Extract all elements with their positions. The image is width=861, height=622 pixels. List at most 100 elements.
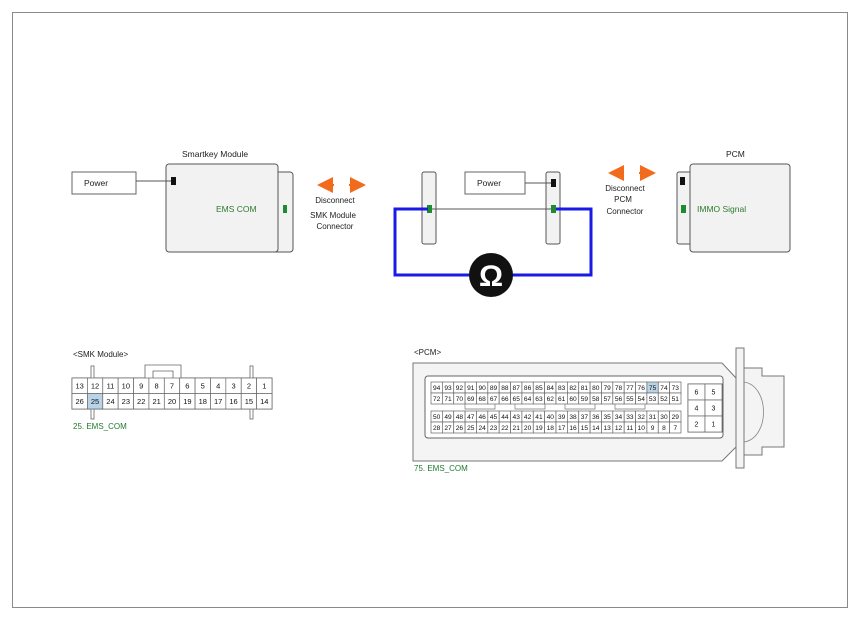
pcm-pin-88-r1: 88 — [501, 385, 509, 392]
pcm-pin-13-r4: 13 — [603, 425, 611, 432]
smk-pin-7: 7 — [170, 381, 174, 390]
pcm-power-pin-1: 1 — [712, 422, 716, 429]
pcm-pin-68-r2: 68 — [478, 396, 486, 403]
middle-power-label: Power — [477, 178, 501, 188]
pcm-pin-57-r2: 57 — [603, 396, 611, 403]
pcm-pin-92-r1: 92 — [456, 385, 464, 392]
pcm-pin-81-r1: 81 — [581, 385, 589, 392]
disconnect-smk-line3: Connector — [317, 222, 354, 231]
pcm-pin-43-r3: 43 — [513, 414, 521, 421]
smk-pin-20: 20 — [168, 397, 176, 406]
diagram-frame — [12, 12, 848, 608]
pcm-pin-34-r3: 34 — [615, 414, 623, 421]
smk-pin-21: 21 — [152, 397, 160, 406]
pcm-pin-78-r1: 78 — [615, 385, 623, 392]
pcm-pin-10-r4: 10 — [638, 425, 646, 432]
smk-pin-18: 18 — [199, 397, 207, 406]
pcm-pin-87-r1: 87 — [513, 385, 521, 392]
pcm-pin-30-r3: 30 — [660, 414, 668, 421]
pcm-pin-32-r3: 32 — [638, 414, 646, 421]
pcm-power-pin-1-cell — [704, 415, 723, 433]
pcm-pin-46-r3: 46 — [478, 414, 486, 421]
pcm-power-pin-3: 3 — [712, 406, 716, 413]
pcm-pin-65-r2: 65 — [513, 396, 521, 403]
disconnect-smk-line2: SMK Module — [310, 211, 356, 220]
smk-pin-14: 14 — [260, 397, 268, 406]
pcm-pin-91-r1: 91 — [467, 385, 475, 392]
pcm-pin-7-r4-cell — [669, 421, 682, 434]
pcm-pin-16-r4: 16 — [569, 425, 577, 432]
pcm-pin-50-r3: 50 — [433, 414, 441, 421]
pcm-pin-93-r1: 93 — [444, 385, 452, 392]
smk-pin-17: 17 — [214, 397, 222, 406]
pcm-pin-37-r3: 37 — [581, 414, 589, 421]
pcm-connector-title: <PCM> — [414, 348, 441, 357]
pcm-pin-23-r4: 23 — [490, 425, 498, 432]
smk-pin-13: 13 — [76, 381, 84, 390]
smk-pin-3: 3 — [231, 381, 235, 390]
pcm-connector-housing — [412, 347, 785, 469]
pcm-pin-83-r1: 83 — [558, 385, 566, 392]
pcm-harness-ems-pin — [551, 205, 556, 213]
smk-pin-10: 10 — [122, 381, 130, 390]
pcm-pin-89-r1: 89 — [490, 385, 498, 392]
pcm-pin-18-r4: 18 — [547, 425, 555, 432]
pcm-pin-56-r2: 56 — [615, 396, 623, 403]
pcm-pin-note: 75. EMS_COM — [414, 464, 468, 473]
smk-pin-note: 25. EMS_COM — [73, 422, 127, 431]
disconnect-pcm-line3: Connector — [607, 207, 644, 216]
pcm-key-3 — [564, 404, 596, 410]
pcm-pin-47-r3: 47 — [467, 414, 475, 421]
pcm-key-4 — [614, 404, 646, 410]
pcm-pin-44-r3: 44 — [501, 414, 509, 421]
disconnect-pcm-line2: PCM — [614, 195, 632, 204]
pcm-pin-51-r2: 51 — [672, 396, 680, 403]
smk-pin-16: 16 — [229, 397, 237, 406]
smk-key-tab — [144, 364, 182, 378]
pcm-power-pin-2: 2 — [695, 422, 699, 429]
pcm-pin-61-r2: 61 — [558, 396, 566, 403]
pcm-module-body — [689, 163, 791, 253]
pcm-pin-9-r4: 9 — [651, 425, 655, 432]
pcm-pin-42-r3: 42 — [524, 414, 532, 421]
smartkey-power-box — [71, 171, 137, 195]
pcm-pin-26-r4: 26 — [456, 425, 464, 432]
pcm-pin-19-r4: 19 — [535, 425, 543, 432]
smk-pin-4: 4 — [216, 381, 220, 390]
smartkey-module-body — [165, 163, 279, 253]
pcm-pin-74-r1: 74 — [660, 385, 668, 392]
smk-pin-24: 24 — [106, 397, 114, 406]
pcm-pin-7-r4: 7 — [673, 425, 677, 432]
pcm-title: PCM — [726, 149, 745, 159]
smartkey-power-pin — [171, 177, 176, 185]
pcm-pin-31-r3: 31 — [649, 414, 657, 421]
pcm-pin-75-r1: 75 — [649, 385, 657, 392]
smk-pin-1: 1 — [262, 381, 266, 390]
pcm-pin-15-r4: 15 — [581, 425, 589, 432]
pcm-pin-35-r3: 35 — [603, 414, 611, 421]
smk-pin-11: 11 — [107, 381, 115, 390]
pcm-pin-62-r2: 62 — [547, 396, 555, 403]
pcm-pin-45-r3: 45 — [490, 414, 498, 421]
pcm-pin-21-r4: 21 — [513, 425, 521, 432]
pcm-immo-signal-label: IMMO Signal — [697, 204, 746, 214]
smk-harness-ems-pin — [427, 205, 432, 213]
pcm-pin-12-r4: 12 — [615, 425, 623, 432]
pcm-pin-72-r2: 72 — [433, 396, 441, 403]
pcm-pin-70-r2: 70 — [456, 396, 464, 403]
smk-pin-14-cell — [256, 393, 273, 410]
pcm-pin-55-r2: 55 — [626, 396, 634, 403]
smk-pin-19: 19 — [183, 397, 191, 406]
pcm-pin-33-r3: 33 — [626, 414, 634, 421]
pcm-power-pin-4: 4 — [695, 406, 699, 413]
pcm-pin-79-r1: 79 — [603, 385, 611, 392]
pcm-pin-59-r2: 59 — [581, 396, 589, 403]
pcm-pin-14-r4: 14 — [592, 425, 600, 432]
pcm-pin-39-r3: 39 — [558, 414, 566, 421]
pcm-pin-71-r2: 71 — [444, 396, 452, 403]
pcm-key-2 — [514, 404, 546, 410]
pcm-pin-48-r3: 48 — [456, 414, 464, 421]
pcm-pin-52-r2: 52 — [660, 396, 668, 403]
pcm-pin-94-r1: 94 — [433, 385, 441, 392]
